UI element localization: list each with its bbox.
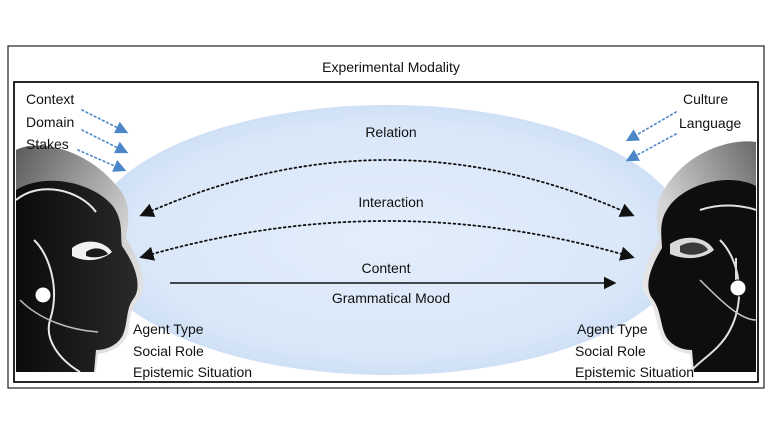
outer-frame	[7, 45, 765, 389]
language-arrow	[625, 133, 677, 162]
human-head-profile-icon	[15, 145, 144, 373]
context-arrow	[81, 109, 129, 134]
left-epistemic-situation: Epistemic Situation	[133, 364, 253, 380]
right-social-role: Social Role	[575, 343, 646, 359]
diagram-title: Experimental Modality	[322, 59, 460, 75]
factor-language: Language	[679, 115, 742, 131]
stakes-arrow	[77, 149, 127, 172]
label-relation: Relation	[365, 124, 417, 140]
domain-arrow	[81, 129, 129, 154]
robot-head-profile-icon	[642, 141, 757, 373]
label-interaction: Interaction	[358, 194, 424, 210]
factor-context: Context	[26, 91, 75, 107]
relation-arrow	[139, 159, 635, 217]
interaction-arrow	[139, 220, 635, 261]
interaction-space-ellipse	[88, 105, 688, 375]
factor-culture: Culture	[683, 91, 729, 107]
factor-arrows	[77, 109, 677, 172]
right-epistemic-situation: Epistemic Situation	[575, 364, 695, 380]
inner-frame	[13, 81, 759, 383]
label-content: Content	[361, 260, 411, 276]
label-grammatical-mood: Grammatical Mood	[331, 290, 451, 306]
factor-stakes: Stakes	[26, 136, 69, 152]
left-social-role: Social Role	[133, 343, 204, 359]
right-agent-type: Agent Type	[577, 321, 648, 337]
culture-arrow	[625, 111, 677, 142]
left-agent-type: Agent Type	[133, 321, 204, 337]
factor-domain: Domain	[26, 114, 75, 130]
